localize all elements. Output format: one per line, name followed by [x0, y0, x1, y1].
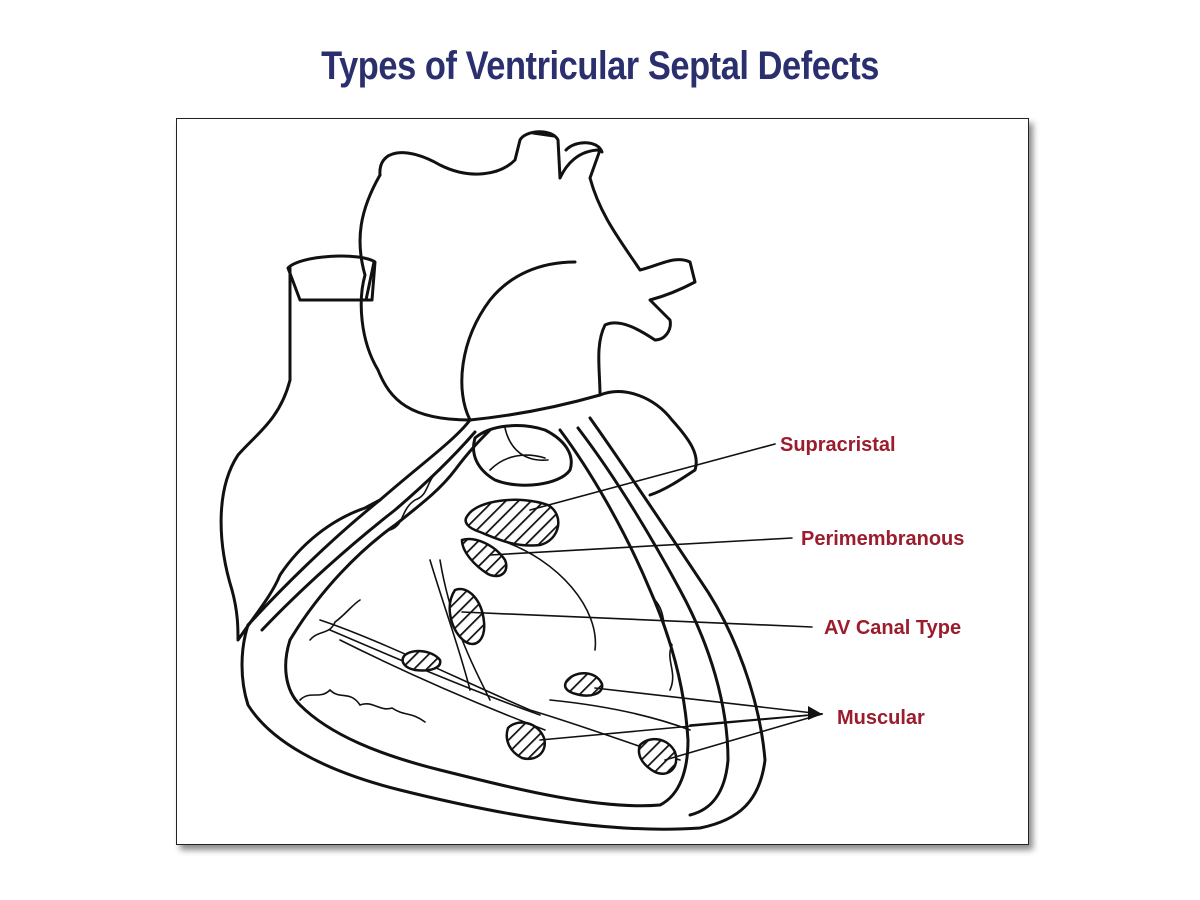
- defect-muscular-3: [505, 721, 547, 761]
- aorta: [358, 130, 697, 422]
- left-atrium: [598, 390, 698, 497]
- diagram-frame: [176, 118, 1029, 845]
- right-atrium: [219, 378, 382, 642]
- defect-supracristal: [464, 498, 560, 547]
- defect-muscular-2: [563, 672, 604, 697]
- label-muscular: Muscular: [837, 707, 925, 729]
- defect-muscular-4: [637, 737, 678, 775]
- vena-cava: [286, 254, 377, 382]
- chordae: [319, 539, 691, 761]
- label-perimembranous: Perimembranous: [801, 528, 964, 550]
- defect-muscular-1: [401, 649, 442, 672]
- defect-perimembranous: [460, 537, 508, 578]
- leader-lines: [461, 443, 823, 761]
- defect-av-canal: [448, 587, 486, 646]
- inner-chamber: [284, 428, 690, 808]
- ventricle-outline: [240, 416, 767, 831]
- pulmonary-valve: [472, 424, 573, 487]
- diagram-title: Types of Ventricular Septal Defects: [321, 44, 879, 88]
- label-av-canal: AV Canal Type: [824, 617, 961, 639]
- label-supracristal: Supracristal: [780, 434, 896, 456]
